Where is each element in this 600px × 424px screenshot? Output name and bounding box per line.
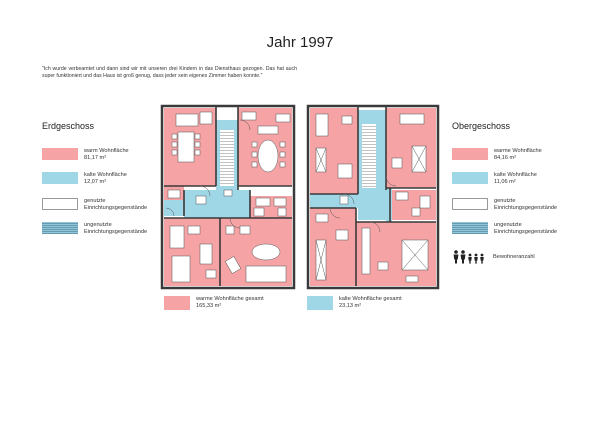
outer-wall	[160, 104, 296, 290]
legend-label: ungenutzte	[84, 222, 112, 228]
staircase	[220, 130, 234, 186]
cold-total-swatch	[307, 296, 333, 310]
unused-furniture-swatch	[452, 222, 488, 234]
cold-swatch	[42, 172, 78, 184]
ground-floor-plan	[160, 104, 296, 290]
legend-label: kalte Wohnfläche	[494, 172, 537, 178]
legend-label: genutzte	[84, 198, 106, 204]
dining-set	[171, 111, 213, 163]
residents-icon-group	[452, 250, 490, 264]
cold-swatch	[452, 172, 488, 184]
warm-swatch	[42, 148, 78, 160]
cold-upper-niche	[386, 188, 392, 222]
cold-upper-corridor	[310, 194, 390, 208]
unused-furniture-swatch	[42, 222, 78, 234]
legend-label: warm Wohnfläche	[84, 148, 129, 154]
section-heading-erdgeschoss: Erdgeschoss	[42, 121, 95, 131]
residents-label: Bewohneranzahl	[493, 254, 535, 260]
resident-quote: "Ich wurde verbeamtet und dann sind wir …	[42, 66, 297, 80]
legend-label: warme Wohnfläche	[494, 148, 542, 154]
section-heading-obergeschoss: Obergeschoss	[452, 121, 511, 131]
legend-label: genutzte	[494, 198, 516, 204]
residents-icon	[453, 250, 484, 264]
legend-label: kalte Wohnfläche	[84, 172, 127, 178]
total-cold-label: kalte Wohnfläche gesamt	[339, 296, 402, 302]
legend-value: 12,07 m²	[84, 179, 107, 185]
legend-value: 84,16 m²	[494, 155, 517, 161]
cold-entrance	[164, 200, 184, 216]
legend-value: 81,17 m²	[84, 155, 107, 161]
upper-furniture	[315, 113, 431, 283]
cold-corridor	[184, 190, 250, 218]
page-title: Jahr 1997	[266, 34, 334, 51]
upper-outer-wall	[306, 104, 440, 290]
legend-value: Einrichtungsgegenstände	[84, 229, 148, 235]
used-furniture-swatch	[42, 198, 78, 210]
warm-swatch	[452, 148, 488, 160]
legend-label: ungenutzte	[494, 222, 522, 228]
legend-value: Einrichtungsgegenstände	[494, 229, 558, 235]
upper-staircase	[362, 124, 376, 188]
upper-floor-plan	[306, 104, 440, 290]
total-warm-label: warme Wohnfläche gesamt	[196, 296, 264, 302]
living-furniture	[167, 189, 287, 283]
warm-total-swatch	[164, 296, 190, 310]
used-furniture-swatch	[452, 198, 488, 210]
total-warm-value: 165,33 m²	[196, 303, 222, 309]
legend-value: 11,06 m²	[494, 179, 516, 185]
total-cold-value: 23,13 m²	[339, 303, 362, 309]
legend-value: Einrichtungsgegenstände	[494, 205, 558, 211]
legend-value: Einrichtungsgegenstände	[84, 205, 148, 211]
oval-table-set	[241, 111, 291, 173]
